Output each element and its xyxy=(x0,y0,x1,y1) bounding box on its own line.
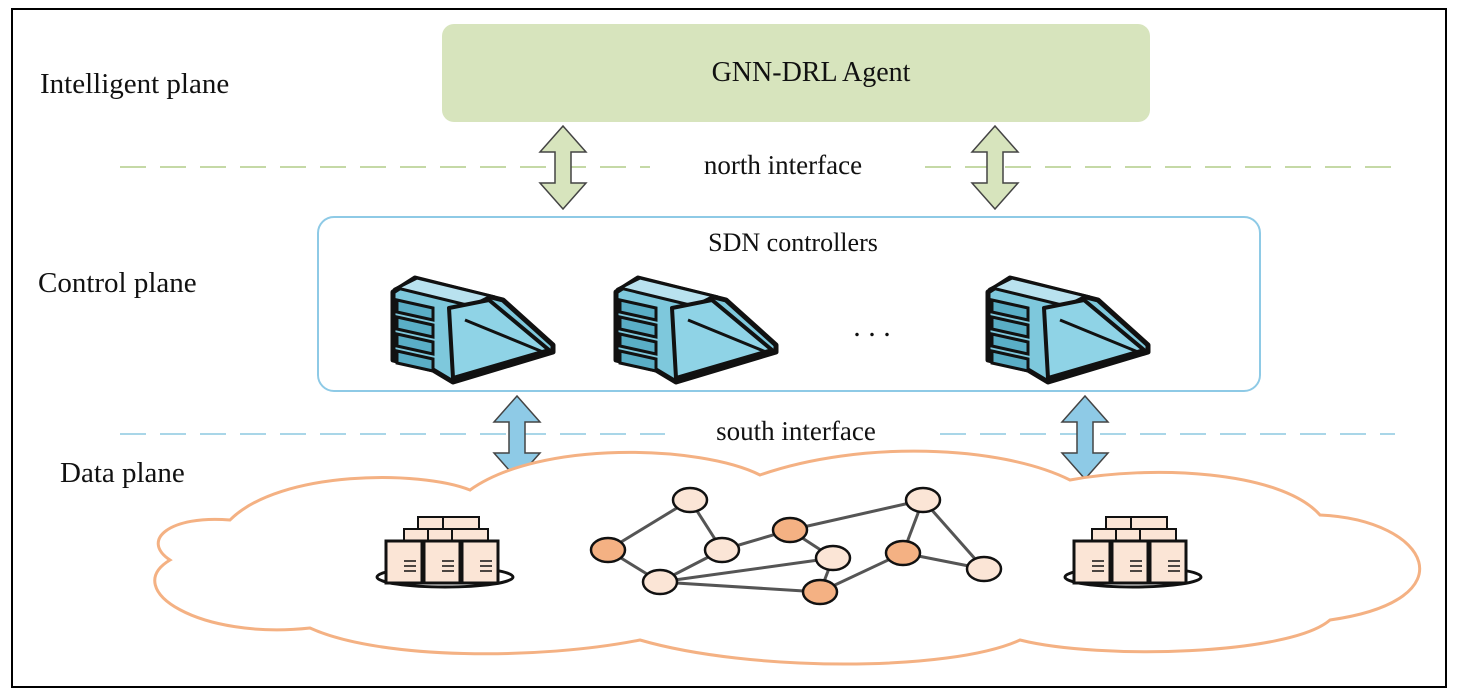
network-link xyxy=(659,580,821,594)
controller-server-2 xyxy=(613,275,779,385)
data-plane-cloud xyxy=(153,449,1421,666)
architecture-diagram: Intelligent plane GNN-DRL Agent north in… xyxy=(38,24,1421,666)
network-node xyxy=(814,544,852,572)
controllers-ellipsis: . . . xyxy=(853,310,891,343)
network-link xyxy=(659,556,834,584)
north-arrow-right xyxy=(970,124,1020,211)
data-plane-label: Data plane xyxy=(60,457,185,489)
network-node xyxy=(771,516,809,544)
gnn-drl-agent-label: GNN-DRL Agent xyxy=(712,57,911,88)
gnn-drl-agent-box xyxy=(442,24,1150,122)
network-node xyxy=(589,536,627,564)
north-interface-label: north interface xyxy=(704,150,862,180)
network-node xyxy=(904,486,942,514)
controller-server-3 xyxy=(985,275,1151,385)
network-node xyxy=(884,539,922,567)
control-plane-label: Control plane xyxy=(38,267,197,299)
controller-server-1 xyxy=(390,275,556,385)
network-node xyxy=(703,536,741,564)
network-link xyxy=(789,498,924,532)
server-stack-left xyxy=(375,516,515,589)
network-node xyxy=(801,578,839,606)
network-link xyxy=(921,499,986,570)
server-stack-right xyxy=(1063,516,1203,589)
south-interface-label: south interface xyxy=(716,416,876,446)
network-node xyxy=(965,555,1003,583)
network-node xyxy=(641,568,679,596)
south-arrow-right xyxy=(1060,394,1110,481)
network-node xyxy=(671,486,709,514)
sdn-controllers-title: SDN controllers xyxy=(708,228,878,257)
north-arrow-left xyxy=(538,124,588,211)
intelligent-plane-label: Intelligent plane xyxy=(40,68,229,100)
